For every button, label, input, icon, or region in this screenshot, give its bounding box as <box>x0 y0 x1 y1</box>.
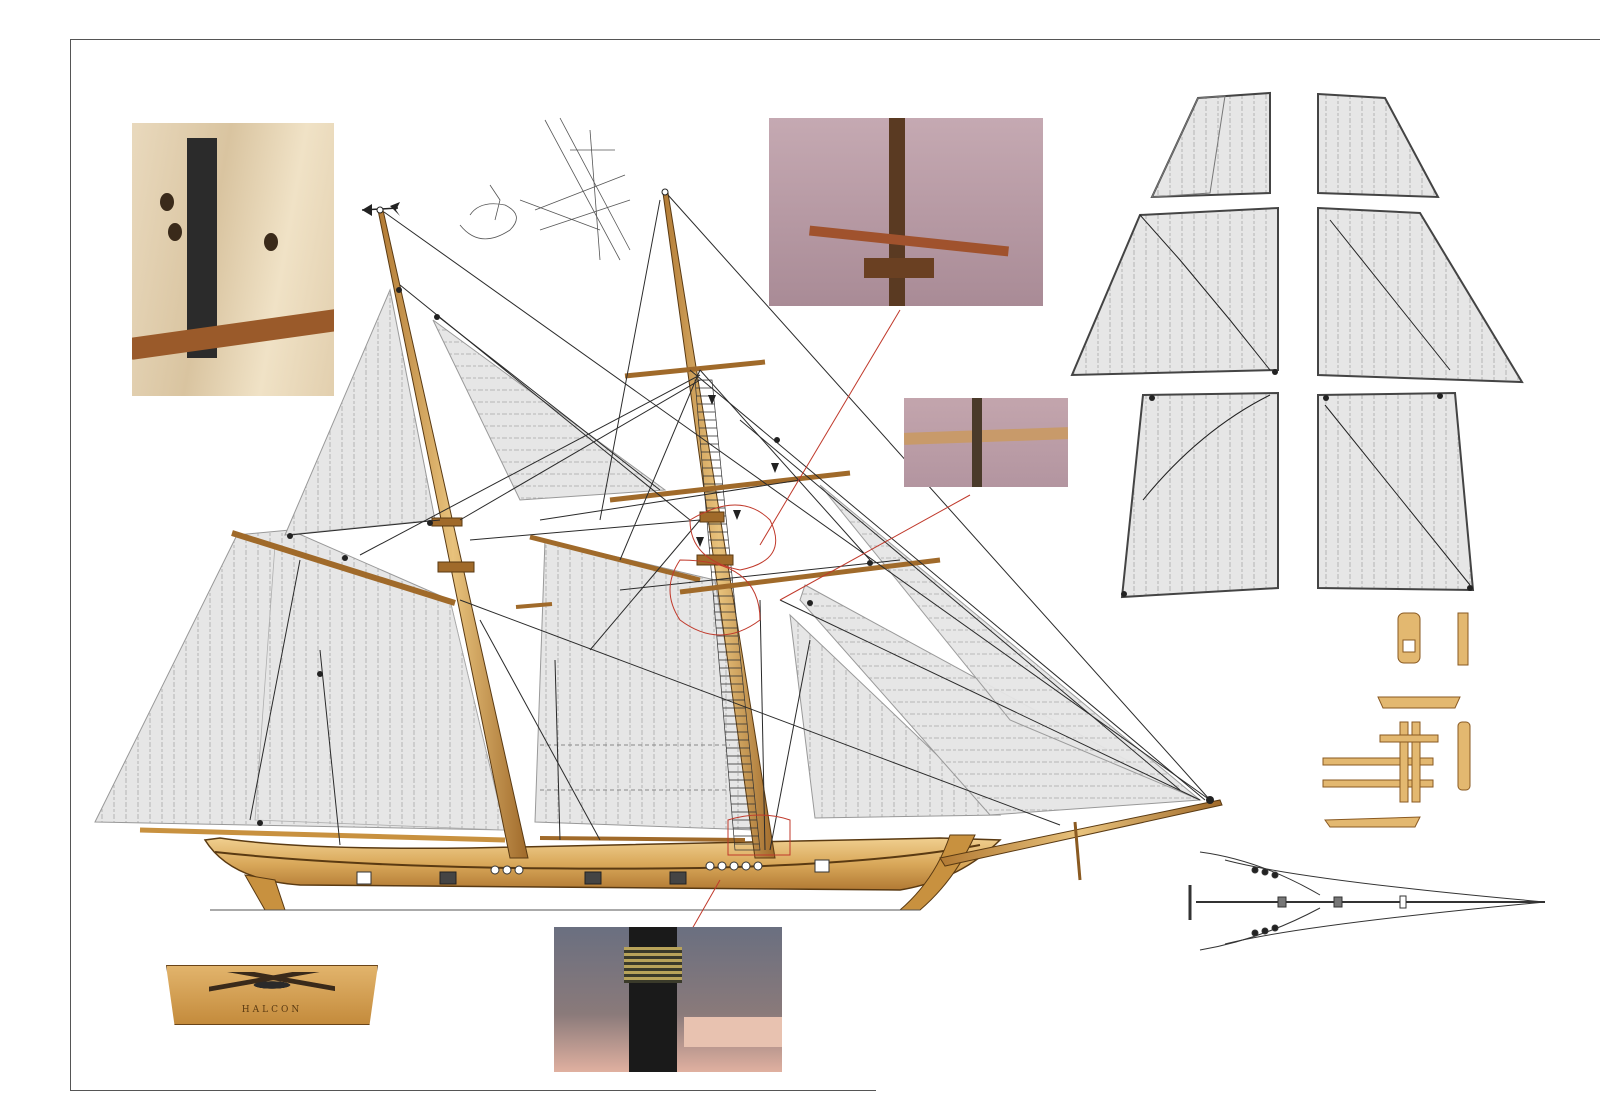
sail-pattern-course-right-diag <box>1324 404 1471 586</box>
dolphin-striker <box>1073 821 1082 881</box>
crosstree-piece <box>1377 696 1461 709</box>
trestle-tree-2 <box>1322 779 1434 788</box>
photo-fore-top <box>769 118 1043 306</box>
sail-pattern-topsail-right-diag <box>1329 219 1451 371</box>
sail-pattern-topsail-left-curve <box>1139 214 1271 371</box>
photo-boom <box>132 307 334 361</box>
crosstree-vert-2 <box>1411 721 1421 803</box>
sail-pattern-topgallant-overlay <box>1151 95 1226 198</box>
fore-ratlines <box>694 379 761 851</box>
sail-patterns <box>1070 91 1524 599</box>
photo-mast-blocks <box>132 123 334 396</box>
main-gaff <box>231 530 456 606</box>
trestle-tree-1 <box>1322 757 1434 766</box>
rigging-blocks <box>257 287 1214 826</box>
photo-crosstree <box>809 225 1009 257</box>
ship-name: HALCON <box>241 1005 303 1015</box>
gunport <box>814 859 830 873</box>
photo-rail <box>684 1017 782 1047</box>
rigging-sketch <box>459 117 631 261</box>
gunport <box>439 871 457 885</box>
photo-mast <box>187 138 217 358</box>
main-boom <box>139 827 506 843</box>
cap-fitting <box>1397 612 1421 664</box>
photo-block <box>160 193 174 211</box>
fore-royal-yard <box>624 359 766 379</box>
annotation-marks <box>669 309 971 951</box>
photo-yard <box>904 427 1068 445</box>
sail-pattern-course-left <box>1120 391 1279 599</box>
main-top <box>437 561 475 573</box>
deadeyes <box>490 861 763 875</box>
photo-hoops <box>624 947 682 983</box>
sail-pattern-topgallant-left <box>1150 91 1271 199</box>
frame-bottom-line <box>70 1090 876 1091</box>
fore-truck <box>661 188 669 196</box>
wind-vane-icon <box>361 202 400 216</box>
sail-pattern-course-left-curve <box>1142 394 1271 501</box>
fore-topsail-yard <box>609 470 851 503</box>
main-crosstree <box>431 517 463 527</box>
bolster <box>1457 721 1471 791</box>
cap-hole <box>1402 639 1416 653</box>
stern-nameboard: HALCON <box>166 965 378 1025</box>
gunport <box>584 871 602 885</box>
crosstree-vert-1 <box>1399 721 1409 803</box>
gunport <box>356 871 372 885</box>
crosstree-bar <box>1379 734 1439 743</box>
photo-block <box>264 233 278 251</box>
hull-wale <box>214 844 981 870</box>
eagle-icon <box>209 972 335 998</box>
photo-mast <box>972 398 982 487</box>
rigging-arrows <box>696 395 779 547</box>
photo-block <box>168 223 182 241</box>
sail-pattern-topsail-left <box>1070 206 1279 377</box>
bib-piece <box>1324 816 1421 828</box>
fore-top <box>696 554 734 566</box>
hull <box>203 837 1002 891</box>
fore-boom-stub <box>515 602 553 609</box>
bowsprit-plan-view <box>1188 851 1546 951</box>
bowsprit <box>939 799 1223 867</box>
gunport <box>669 871 687 885</box>
photo-top <box>864 258 934 278</box>
cheek-fitting <box>1457 612 1469 666</box>
sail-pattern-topsail-right <box>1317 206 1524 384</box>
fittings-details <box>1322 612 1471 828</box>
photo-mast-hoops <box>554 927 782 1072</box>
standing-rigging <box>249 194 1211 851</box>
ship-profile <box>94 188 1223 911</box>
fore-crosstree <box>699 511 725 523</box>
drawing-frame <box>70 39 1600 1091</box>
fore-boom <box>539 836 746 842</box>
main-topmast-staysail <box>432 319 667 501</box>
photo-mast-cap <box>904 398 1068 487</box>
fore-lower-yard <box>679 557 941 595</box>
sail-pattern-topgallant-right <box>1317 92 1440 199</box>
sail-pattern-clews <box>1121 369 1473 597</box>
fore-gaff <box>529 534 701 583</box>
